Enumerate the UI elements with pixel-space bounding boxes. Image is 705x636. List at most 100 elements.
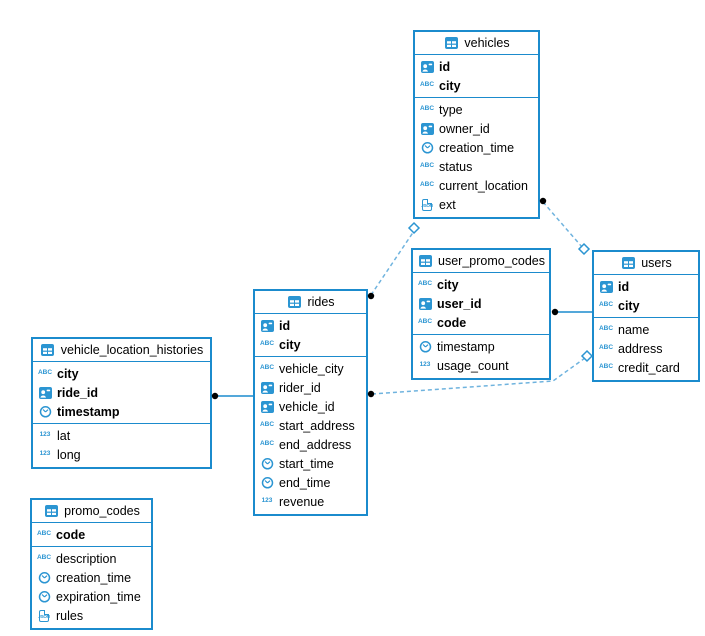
column-row[interactable]: timestamp — [33, 402, 210, 421]
column-name: creation_time — [56, 570, 132, 585]
column-row[interactable]: ABC type — [415, 100, 538, 119]
table-rides[interactable]: rides id ABC city ABC vehicle_city rider… — [253, 289, 368, 516]
table-vehicles[interactable]: vehicles id ABC city ABC type owner_id — [413, 30, 540, 219]
column-row[interactable]: ABC code — [413, 313, 549, 332]
column-row[interactable]: 123 usage_count — [413, 356, 549, 375]
dot-endpoint — [539, 197, 547, 205]
column-name: start_time — [279, 456, 334, 471]
column-row[interactable]: ABC code — [32, 525, 151, 544]
table-users[interactable]: users id ABC city ABC name ABC address A… — [592, 250, 700, 382]
text-type-icon: ABC — [259, 340, 275, 348]
column-row[interactable]: expiration_time — [32, 587, 151, 606]
column-name: ride_id — [57, 385, 98, 400]
timestamp-type-icon — [36, 590, 52, 603]
column-name: timestamp — [57, 404, 120, 419]
column-row[interactable]: id — [415, 57, 538, 76]
table-icon — [286, 296, 302, 308]
text-type-icon: ABC — [37, 369, 53, 377]
column-name: start_address — [279, 418, 355, 433]
column-row[interactable]: ABC city — [255, 335, 366, 354]
column-row[interactable]: ABC city — [415, 76, 538, 95]
column-row[interactable]: ABC credit_card — [594, 358, 698, 377]
column-name: lat — [57, 428, 71, 443]
dot-endpoint — [551, 308, 559, 316]
uuid-type-icon — [259, 400, 275, 413]
table-header[interactable]: vehicle_location_histories — [33, 339, 210, 362]
column-name: description — [56, 551, 117, 566]
column-row[interactable]: end_time — [255, 473, 366, 492]
column-row[interactable]: owner_id — [415, 119, 538, 138]
column-row[interactable]: 123 revenue — [255, 492, 366, 511]
text-type-icon: ABC — [419, 181, 435, 189]
column-name: owner_id — [439, 121, 490, 136]
column-row[interactable]: ABC city — [413, 275, 549, 294]
json-type-icon: JSON — [36, 609, 52, 622]
column-name: code — [437, 315, 467, 330]
column-row[interactable]: timestamp — [413, 337, 549, 356]
column-name: type — [439, 102, 463, 117]
column-name: rider_id — [279, 380, 321, 395]
column-row[interactable]: 123 lat — [33, 426, 210, 445]
column-row[interactable]: ABC end_address — [255, 435, 366, 454]
table-header[interactable]: rides — [255, 291, 366, 314]
column-row[interactable]: ABC start_address — [255, 416, 366, 435]
column-row[interactable]: ABC description — [32, 549, 151, 568]
table-user-promo-codes[interactable]: user_promo_codes ABC city user_id ABC co… — [411, 248, 551, 380]
column-row[interactable]: ride_id — [33, 383, 210, 402]
column-row[interactable]: JSON rules — [32, 606, 151, 625]
column-row[interactable]: user_id — [413, 294, 549, 313]
table-header[interactable]: promo_codes — [32, 500, 151, 523]
table-header[interactable]: users — [594, 252, 698, 275]
table-icon — [620, 257, 636, 269]
column-row[interactable]: id — [594, 277, 698, 296]
column-row[interactable]: ABC name — [594, 320, 698, 339]
table-promo-codes[interactable]: promo_codes ABC code ABC description cre… — [30, 498, 153, 630]
column-row[interactable]: ABC status — [415, 157, 538, 176]
dot-endpoint — [367, 390, 375, 398]
column-name: creation_time — [439, 140, 515, 155]
text-type-icon: ABC — [259, 440, 275, 448]
column-name: id — [439, 59, 451, 74]
text-type-icon: ABC — [598, 325, 614, 333]
connector-rides-vehicles — [370, 230, 415, 296]
column-name: revenue — [279, 494, 325, 509]
column-row[interactable]: ABC current_location — [415, 176, 538, 195]
column-row[interactable]: ABC city — [33, 364, 210, 383]
column-name: rules — [56, 608, 84, 623]
column-name: code — [56, 527, 86, 542]
table-header[interactable]: user_promo_codes — [413, 250, 549, 273]
table-title: user_promo_codes — [438, 254, 546, 268]
column-name: status — [439, 159, 473, 174]
text-type-icon: ABC — [419, 162, 435, 170]
number-type-icon: 123 — [419, 361, 431, 369]
column-row[interactable]: vehicle_id — [255, 397, 366, 416]
column-row[interactable]: creation_time — [415, 138, 538, 157]
column-row[interactable]: ABC city — [594, 296, 698, 315]
table-title: rides — [307, 295, 335, 309]
table-vehicle-location-histories[interactable]: vehicle_location_histories ABC city ride… — [31, 337, 212, 469]
column-name: name — [618, 322, 650, 337]
column-row[interactable]: creation_time — [32, 568, 151, 587]
table-header[interactable]: vehicles — [415, 32, 538, 55]
column-row[interactable]: rider_id — [255, 378, 366, 397]
table-icon — [443, 37, 459, 49]
number-type-icon: 123 — [39, 450, 51, 458]
column-row[interactable]: start_time — [255, 454, 366, 473]
table-title: users — [641, 256, 672, 270]
table-icon — [40, 344, 56, 356]
diamond-endpoint — [577, 242, 591, 256]
diamond-endpoint — [580, 349, 594, 363]
column-name: expiration_time — [56, 589, 141, 604]
column-name: city — [57, 366, 79, 381]
column-row[interactable]: ABC address — [594, 339, 698, 358]
text-type-icon: ABC — [598, 301, 614, 309]
timestamp-type-icon — [259, 457, 275, 470]
column-name: city — [279, 337, 301, 352]
column-row[interactable]: 123 long — [33, 445, 210, 464]
column-name: id — [279, 318, 291, 333]
column-name: end_address — [279, 437, 352, 452]
column-row[interactable]: JSON ext — [415, 195, 538, 214]
column-row[interactable]: id — [255, 316, 366, 335]
column-row[interactable]: ABC vehicle_city — [255, 359, 366, 378]
